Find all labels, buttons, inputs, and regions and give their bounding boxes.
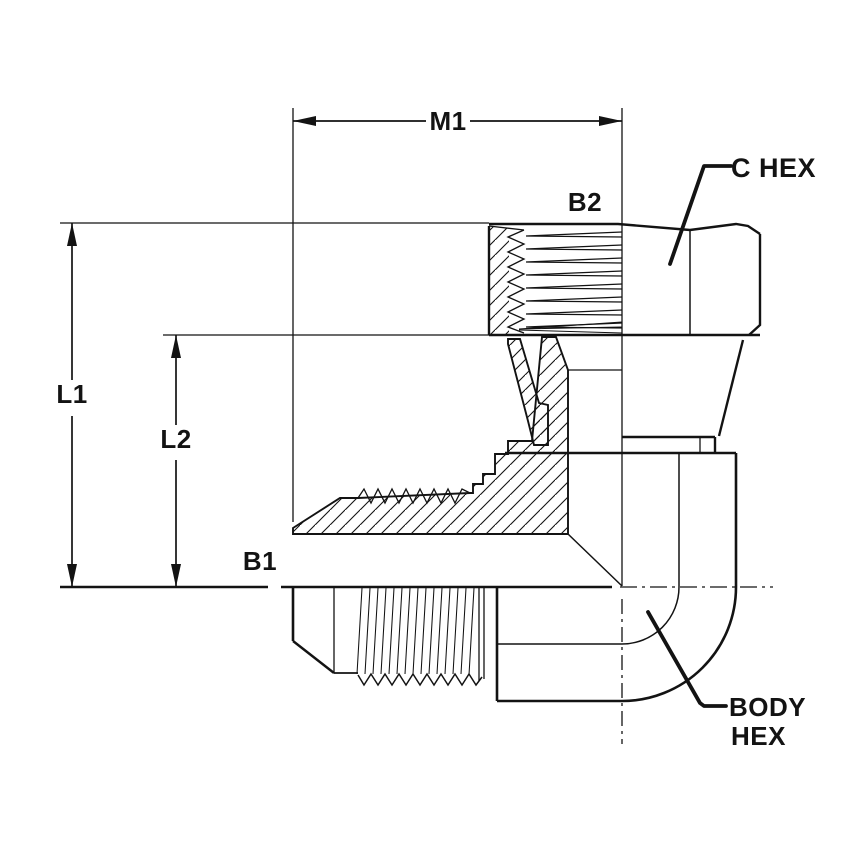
l2-label: L2 [160,424,191,454]
nut-wall-hatch [489,226,509,335]
b2-label: B2 [568,187,602,217]
body-section [292,336,623,587]
male-thread-crest-zigzag [357,672,483,687]
nut-wall-top-edge [488,225,525,231]
l2-arrow-top [171,335,181,358]
m1-label: M1 [429,106,466,136]
dimension-l1: L1 [56,223,87,587]
m1-arrow-right [599,116,622,126]
male-nose-chamfer [292,640,335,674]
body-hex-label-line2: HEX [731,721,786,751]
bore-corner-chamfer [567,533,623,587]
swivel-nut [487,222,762,446]
body-hex-label-line1: BODY [729,692,806,722]
l1-arrow-bottom [67,564,77,587]
nut-thread-profile-zigzag [506,229,526,334]
l2-arrow-bottom [171,564,181,587]
nut-skirt-cone [717,339,745,437]
callout-body-hex: BODY HEX [646,610,806,751]
male-thread-runout-lines [478,588,485,681]
nut-top-edge [489,222,761,235]
male-thread-external [291,587,485,687]
b1-label: B1 [243,546,277,576]
l1-label: L1 [56,379,87,409]
l1-arrow-top [67,223,77,246]
callout-c-hex: C HEX [668,153,816,266]
male-thread-section-crests [357,487,471,505]
elbow-body-external [495,435,738,703]
c-hex-label: C HEX [731,153,816,183]
dimension-l2: L2 [160,335,191,587]
flare-seat-lines [518,321,623,334]
centerlines [60,108,773,744]
m1-arrow-left [293,116,316,126]
male-thread-flank-lines [356,587,475,676]
elbow-outer-arc [621,586,738,703]
c-hex-leader-line [668,164,733,266]
nut-internal-thread-lines [525,231,623,329]
body-hex-leader-line [646,610,728,708]
dimension-m1: M1 [293,106,622,136]
elbow-hex-corner-arc [621,586,680,645]
nut-right-face [748,234,762,336]
